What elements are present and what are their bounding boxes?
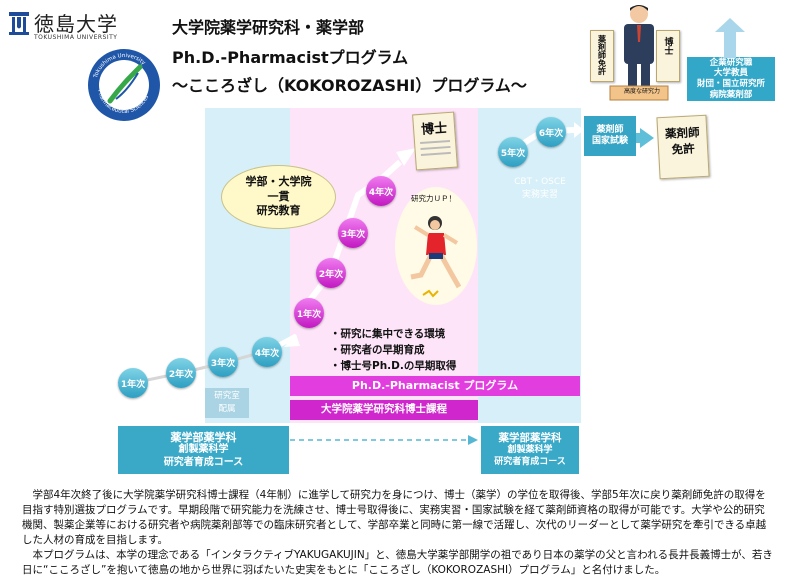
career-paper-right-text: 博士 (662, 37, 673, 55)
left-box-line-2: 創製薬科学 (178, 444, 229, 456)
runner-illustration: 研究力ＵＰ！ (395, 187, 477, 305)
license-line-2: 免許 (671, 141, 695, 157)
doctoral-course-bar: 大学院薬学研究科博士課程 (290, 400, 478, 420)
career-up-arrow (715, 18, 745, 58)
lab-line-2: 配属 (218, 404, 236, 414)
pharmaceutical-sciences-logo: Tokushima University Pharmaceutical Scie… (86, 47, 162, 123)
return-step-5: 5年次 (498, 137, 528, 167)
lab-line-1: 研究室 (214, 391, 240, 401)
doctorate-text: 博士 (420, 121, 448, 138)
career-paper-left: 薬剤師免許 (590, 30, 614, 82)
left-step-4: 4年次 (252, 337, 282, 367)
cbt-osce-label: CBT・OSCE 実務実習 (503, 176, 577, 202)
description-paragraph-1: 学部4年次終了後に大学院薬学研究科博士課程（4年制）に進学して研究力を身につけ、… (22, 489, 767, 546)
doctorate-certificate: 博士 (412, 111, 458, 171)
university-emblem-icon (9, 12, 29, 35)
exam-line-1: 薬剤師 (596, 124, 624, 135)
phd-pharmacist-program-bar: Ph.D.-Pharmacist プログラム (290, 376, 580, 396)
bubble-line-3: 研究教育 (256, 204, 301, 218)
doctoral-step-4: 4年次 (366, 176, 396, 206)
right-box-line-2: 創製薬科学 (507, 445, 553, 456)
benefit-2: ・研究者の早期育成 (330, 344, 425, 356)
research-badge: 高度な研究力 (623, 88, 660, 95)
career-line-3: 財団・国立研究所 (696, 79, 765, 89)
title-line3: ～こころざし（KOKOROZASHI）プログラム～ (172, 76, 527, 95)
title-line2: Ph.D.-Pharmacistプログラム (172, 48, 409, 67)
right-box-line-1: 薬学部薬学科 (498, 432, 562, 445)
benefit-1: ・研究に集中できる環境 (330, 328, 446, 340)
right-box-line-3: 研究者育成コース (494, 456, 566, 467)
exam-line-2: 国家試験 (591, 136, 628, 146)
left-box-line-1: 薬学部薬学科 (170, 430, 237, 444)
osce-line-1: CBT・OSCE (514, 177, 566, 187)
description-paragraph-2: 本プログラムは、本学の理念である「インタラクティブYAKUGAKUJIN」と、徳… (22, 549, 773, 576)
doctoral-step-2: 2年次 (316, 258, 346, 288)
bubble-line-1: 学部・大学院 (245, 174, 312, 188)
career-paper-right: 博士 (656, 30, 680, 82)
career-line-1: 企業研究職 (709, 57, 753, 68)
benefits-list: ・研究に集中できる環境 ・研究者の早期育成 ・博士号Ph.D.の早期取得 (330, 326, 456, 374)
return-column-bg (478, 108, 581, 423)
career-destinations-box: 企業研究職 大学教員 財団・国立研究所 病院薬剤部 (687, 57, 775, 101)
pharmacist-license-certificate: 薬剤師 免許 (656, 114, 710, 180)
benefit-3: ・博士号Ph.D.の早期取得 (330, 360, 457, 372)
university-logo: 徳島大学 TOKUSHIMA UNIVERSITY (8, 8, 158, 48)
university-name: 徳島大学 (34, 12, 118, 36)
left-step-3: 3年次 (208, 347, 238, 377)
researcher-figure (596, 2, 682, 102)
doctoral-step-3: 3年次 (338, 218, 368, 248)
title-line1: 大学院薬学研究科・薬学部 (172, 18, 365, 37)
doctoral-step-1: 1年次 (294, 298, 324, 328)
research-up-text: 研究力ＵＰ！ (411, 194, 456, 203)
integrated-education-bubble: 学部・大学院 一貫 研究教育 (221, 165, 336, 229)
career-line-4: 病院薬剤部 (709, 89, 753, 100)
undergrad-course-box-right: 薬学部薬学科 創製薬科学 研究者育成コース (481, 426, 579, 474)
program-description: 学部4年次終了後に大学院薬学研究科博士課程（4年制）に進学して研究力を身につけ、… (22, 488, 774, 578)
lab-assignment-label: 研究室 配属 (205, 388, 249, 418)
osce-line-2: 実務実習 (521, 190, 558, 200)
left-box-line-3: 研究者育成コース (163, 456, 244, 468)
return-step-6: 6年次 (536, 117, 566, 147)
left-step-1: 1年次 (118, 368, 148, 398)
left-step-2: 2年次 (166, 358, 196, 388)
undergrad-course-box-left: 薬学部薬学科 創製薬科学 研究者育成コース (118, 426, 289, 474)
career-line-2: 大学教員 (713, 68, 748, 79)
national-exam-box: 薬剤師 国家試験 (584, 116, 636, 156)
license-line-1: 薬剤師 (664, 125, 700, 141)
bubble-line-2: 一貫 (267, 189, 290, 203)
university-name-en: TOKUSHIMA UNIVERSITY (34, 34, 118, 41)
career-paper-left-text: 薬剤師免許 (597, 35, 607, 75)
